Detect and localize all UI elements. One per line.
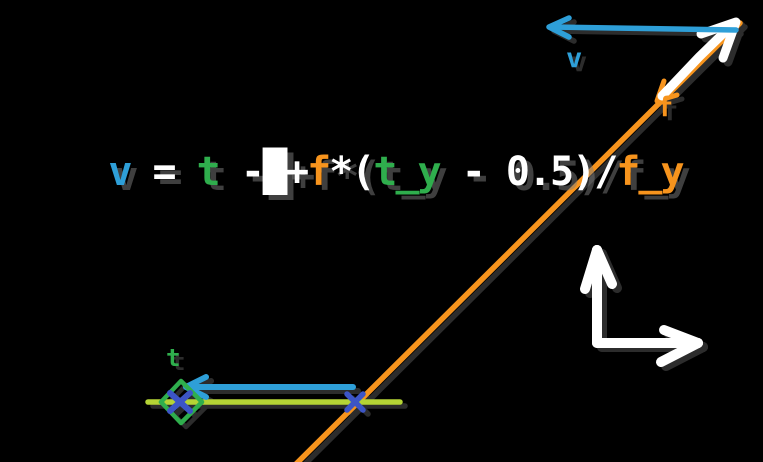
point-diamond-icon: [158, 378, 205, 426]
f-label: f: [657, 92, 673, 123]
formula-var-v: v: [108, 149, 132, 195]
formula-minus: -: [218, 149, 265, 195]
t-label: t: [166, 344, 180, 372]
text-cursor-block: █: [262, 149, 287, 195]
formula-text: v = t -█+f*(t_y - 0.5)/f_y: [20, 106, 684, 238]
formula-equals: =: [130, 149, 197, 195]
formula-minus-half: - 0.5)/: [439, 149, 619, 195]
formula-var-f: f: [307, 149, 331, 195]
formula-var-ty: t_y: [373, 149, 441, 195]
formula-var-fy: f_y: [616, 149, 684, 195]
x-mark-right-icon: [344, 391, 366, 413]
formula-mul-paren: *(: [329, 149, 375, 195]
v-vector-arrow: [546, 15, 739, 40]
ray-direction-arrowhead-icon: [654, 78, 680, 104]
x-mark-left-icon: [167, 390, 193, 414]
formula-var-t: t: [196, 149, 221, 195]
white-tip-arrow-icon: [657, 17, 741, 101]
axes-icon: [580, 245, 703, 367]
distance-arrow: [183, 374, 356, 400]
v-label: v: [566, 43, 582, 74]
formula-plus: +: [285, 149, 309, 195]
